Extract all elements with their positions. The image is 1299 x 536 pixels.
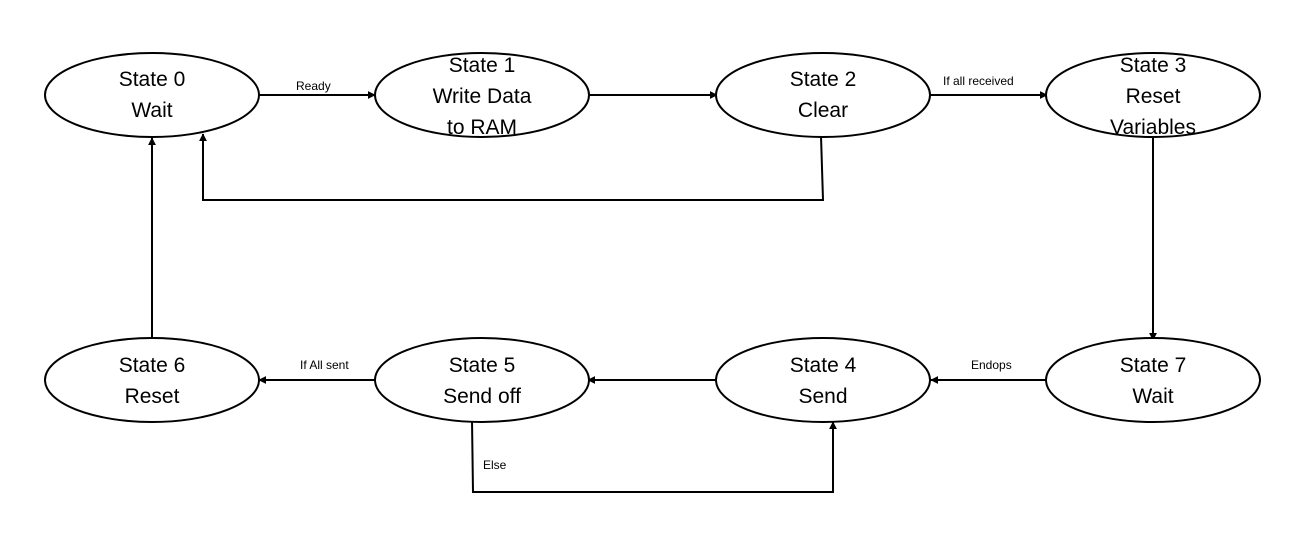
state-1-ellipse bbox=[374, 52, 590, 138]
state-2-title: State 2 bbox=[790, 68, 857, 91]
state-2-node: State 2 Clear bbox=[715, 52, 931, 138]
label-if-all-sent: If All sent bbox=[300, 358, 349, 372]
state-5-subtitle: Send off bbox=[443, 385, 521, 408]
state-6-node: State 6 Reset bbox=[44, 337, 260, 423]
state-7-subtitle: Wait bbox=[1132, 385, 1173, 408]
state-4-title: State 4 bbox=[790, 354, 857, 377]
state-1-line-2: Write Data bbox=[433, 85, 532, 108]
state-4-node: State 4 Send bbox=[715, 337, 931, 423]
state-6-ellipse bbox=[44, 337, 260, 423]
state-3-line-3: Variables bbox=[1110, 116, 1196, 139]
edges bbox=[148, 91, 1157, 493]
state-1-line-3: to RAM bbox=[447, 116, 517, 139]
state-6-title: State 6 bbox=[119, 354, 186, 377]
state-6-subtitle: Reset bbox=[125, 385, 180, 408]
state-1-node: State 1 Write Data to RAM bbox=[374, 52, 590, 139]
edge-s5-to-s4-else bbox=[471, 419, 837, 493]
state-3-line-2: Reset bbox=[1126, 85, 1181, 108]
state-5-ellipse bbox=[374, 337, 590, 423]
state-0-ellipse bbox=[44, 52, 260, 138]
state-0-subtitle: Wait bbox=[131, 99, 172, 122]
state-2-subtitle: Clear bbox=[798, 99, 848, 122]
label-if-all-received: If all received bbox=[943, 74, 1014, 88]
state-2-ellipse bbox=[715, 52, 931, 138]
state-0-title: State 0 bbox=[119, 68, 186, 91]
state-1-title: State 1 bbox=[449, 54, 516, 77]
state-5-node: State 5 Send off bbox=[374, 337, 590, 423]
state-4-ellipse bbox=[715, 337, 931, 423]
state-4-subtitle: Send bbox=[798, 385, 847, 408]
state-3-ellipse bbox=[1045, 52, 1261, 138]
state-0-node: State 0 Wait bbox=[44, 52, 260, 138]
state-7-title: State 7 bbox=[1120, 354, 1187, 377]
state-3-node: State 3 Reset Variables bbox=[1045, 52, 1261, 139]
label-ready: Ready bbox=[296, 79, 331, 93]
label-endops: Endops bbox=[971, 358, 1012, 372]
edge-labels: Ready If all received Endops If All sent… bbox=[296, 74, 1014, 472]
state-5-title: State 5 bbox=[449, 354, 516, 377]
state-7-node: State 7 Wait bbox=[1045, 337, 1261, 423]
state-7-ellipse bbox=[1045, 337, 1261, 423]
edge-s2-to-s0 bbox=[199, 133, 825, 201]
state-3-title: State 3 bbox=[1120, 54, 1187, 77]
label-else: Else bbox=[483, 458, 507, 472]
